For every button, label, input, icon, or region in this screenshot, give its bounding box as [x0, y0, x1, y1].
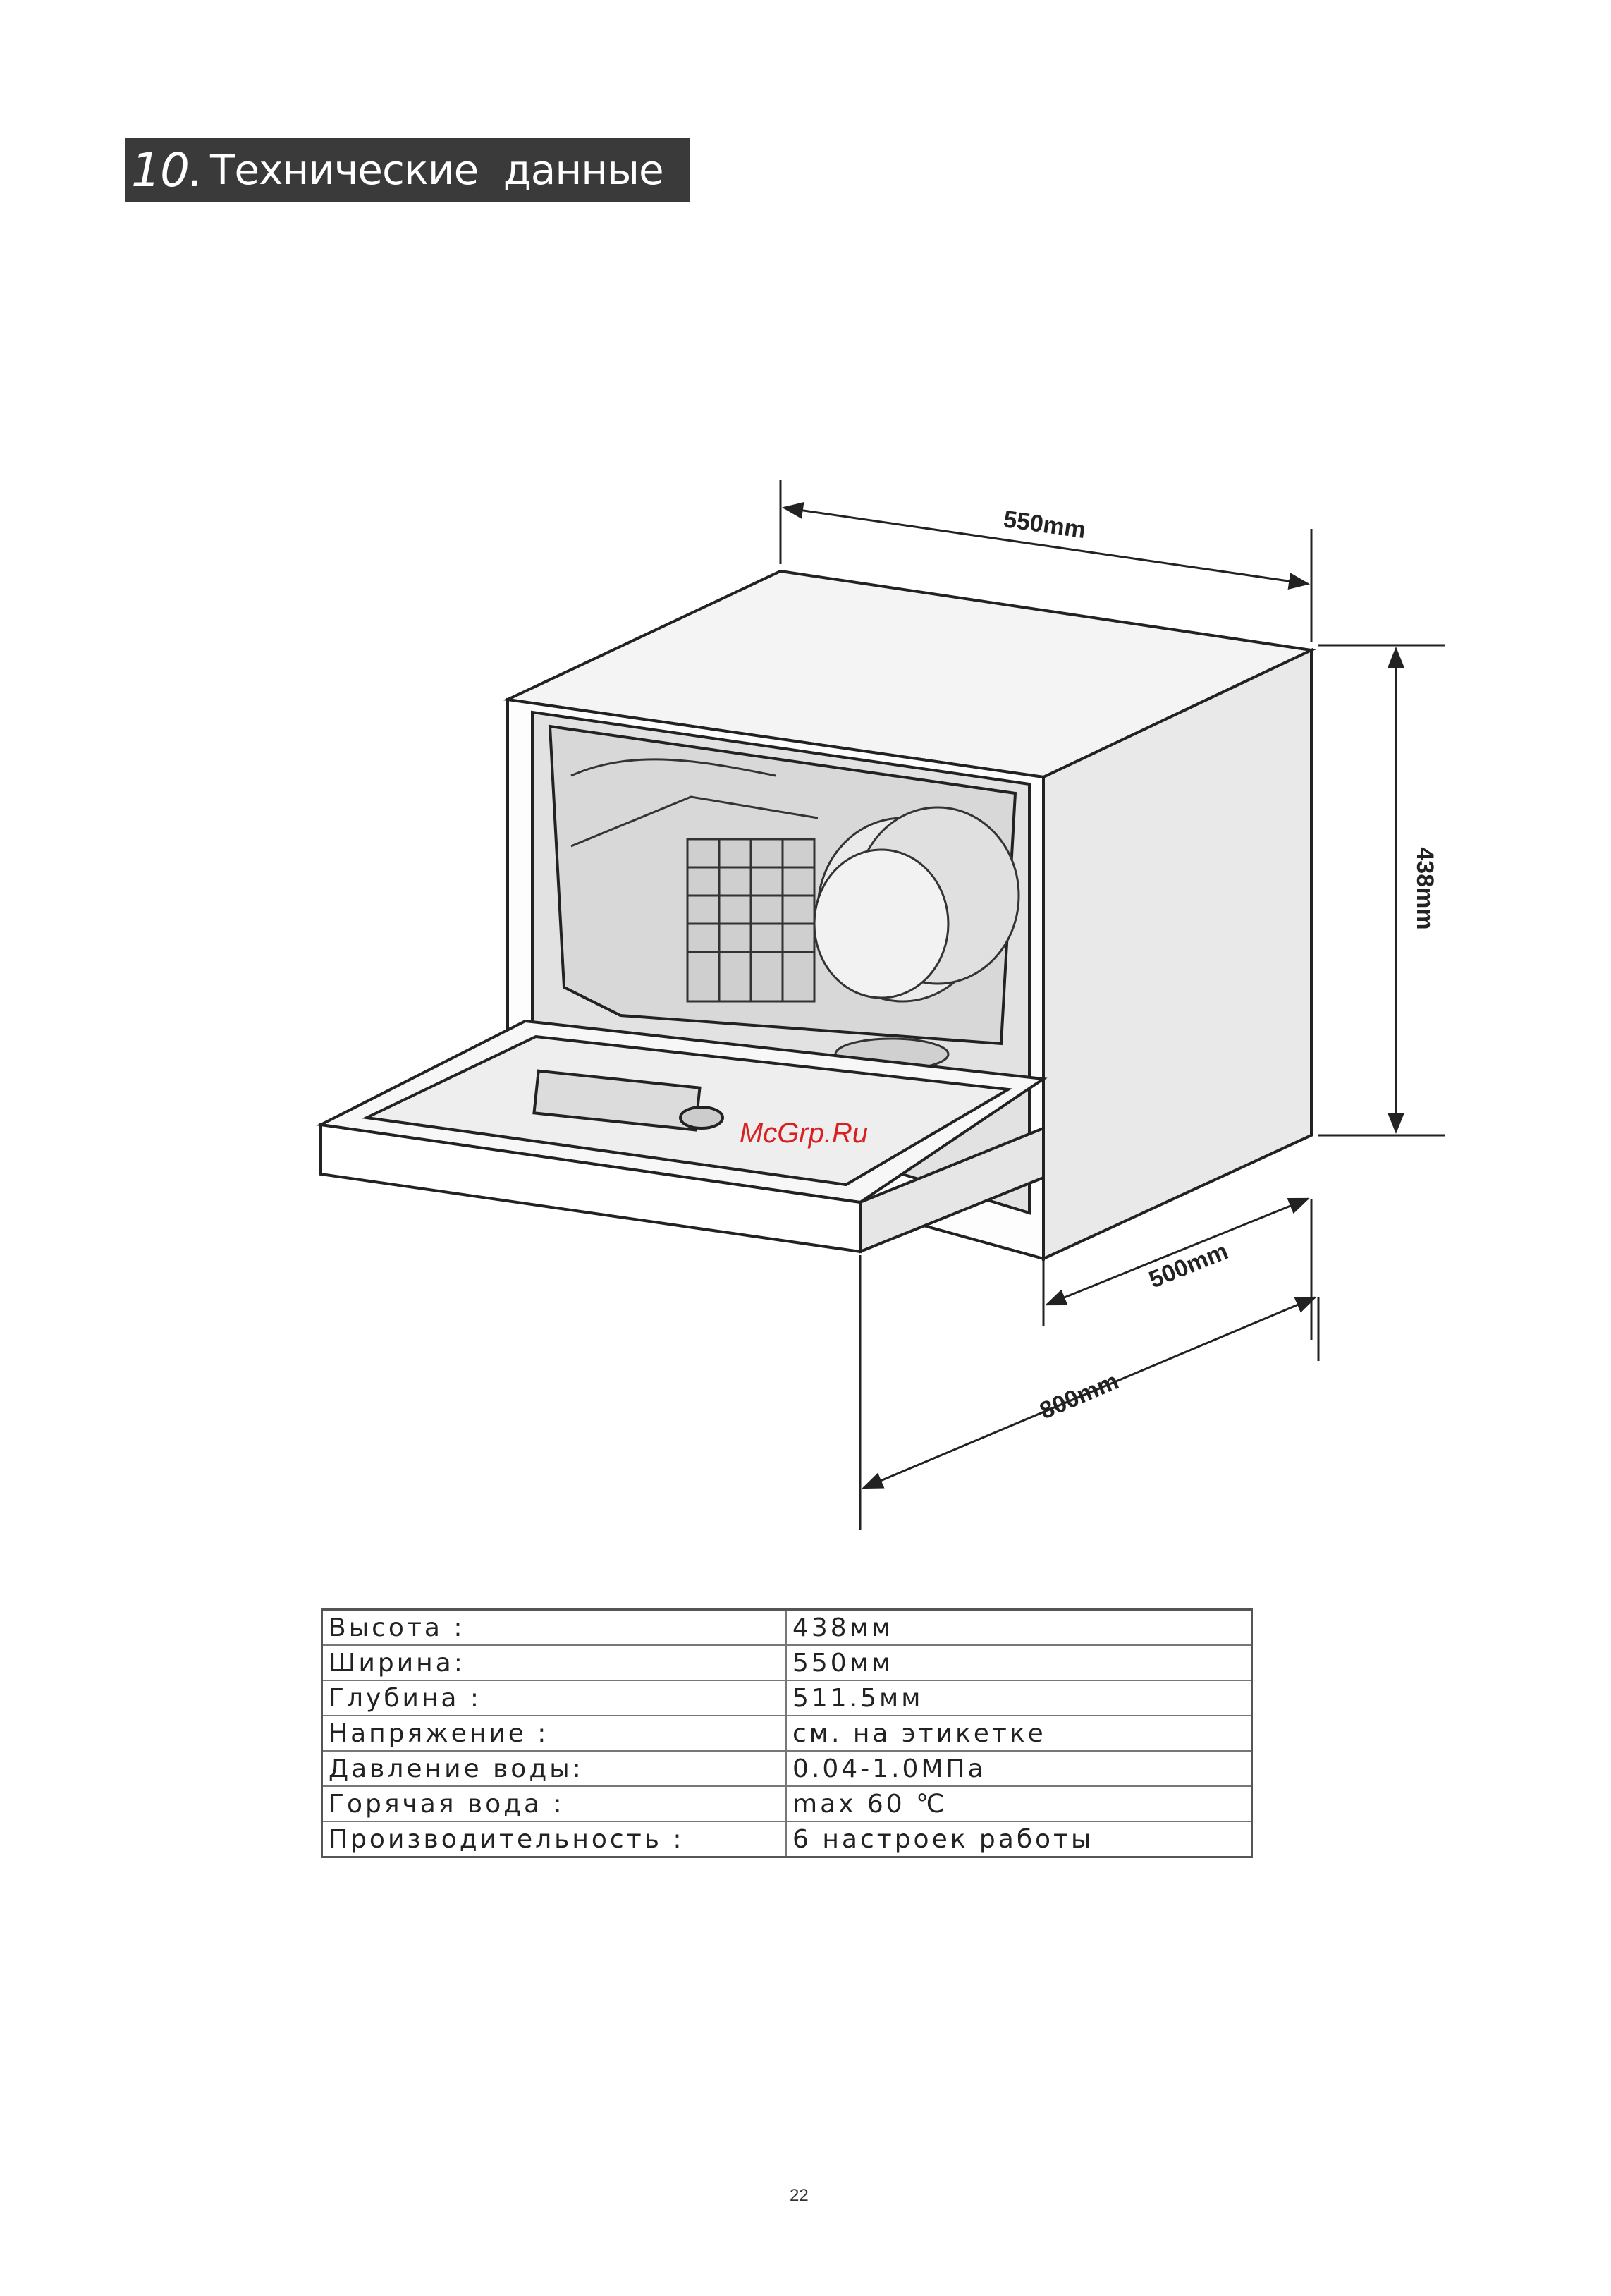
spec-label-voltage: Напряжение :	[322, 1716, 787, 1751]
page-number: 22	[790, 2186, 809, 2206]
dim-depth-open-label: 800mm	[1036, 1367, 1122, 1424]
spec-label-depth: Глубина :	[322, 1680, 787, 1716]
specifications-table: Высота : 438мм Ширина: 550мм Глубина : 5…	[321, 1608, 1253, 1858]
spec-value-height: 438мм	[786, 1610, 1252, 1646]
spec-value-hot-water: max 60 ℃	[786, 1786, 1252, 1821]
dim-height-label: 438mm	[1411, 847, 1438, 929]
spec-label-height: Высота :	[322, 1610, 787, 1646]
spec-value-width: 550мм	[786, 1645, 1252, 1680]
table-row: Высота : 438мм	[322, 1610, 1252, 1646]
spec-label-capacity: Производительность :	[322, 1821, 787, 1857]
spec-value-depth: 511.5мм	[786, 1680, 1252, 1716]
table-row: Напряжение : см. на этикетке	[322, 1716, 1252, 1751]
table-row: Глубина : 511.5мм	[322, 1680, 1252, 1716]
spec-value-water-pressure: 0.04-1.0МПа	[786, 1751, 1252, 1786]
spec-value-voltage: см. на этикетке	[786, 1716, 1252, 1751]
table-row: Ширина: 550мм	[322, 1645, 1252, 1680]
spec-label-water-pressure: Давление воды:	[322, 1751, 787, 1786]
table-row: Производительность : 6 настроек работы	[322, 1821, 1252, 1857]
spec-label-width: Ширина:	[322, 1645, 787, 1680]
watermark: McGrp.Ru	[740, 1118, 868, 1149]
table-row: Горячая вода : max 60 ℃	[322, 1786, 1252, 1821]
spec-value-capacity: 6 настроек работы	[786, 1821, 1252, 1857]
dim-width-label: 550mm	[1002, 506, 1087, 544]
table-row: Давление воды: 0.04-1.0МПа	[322, 1751, 1252, 1786]
spec-label-hot-water: Горячая вода :	[322, 1786, 787, 1821]
